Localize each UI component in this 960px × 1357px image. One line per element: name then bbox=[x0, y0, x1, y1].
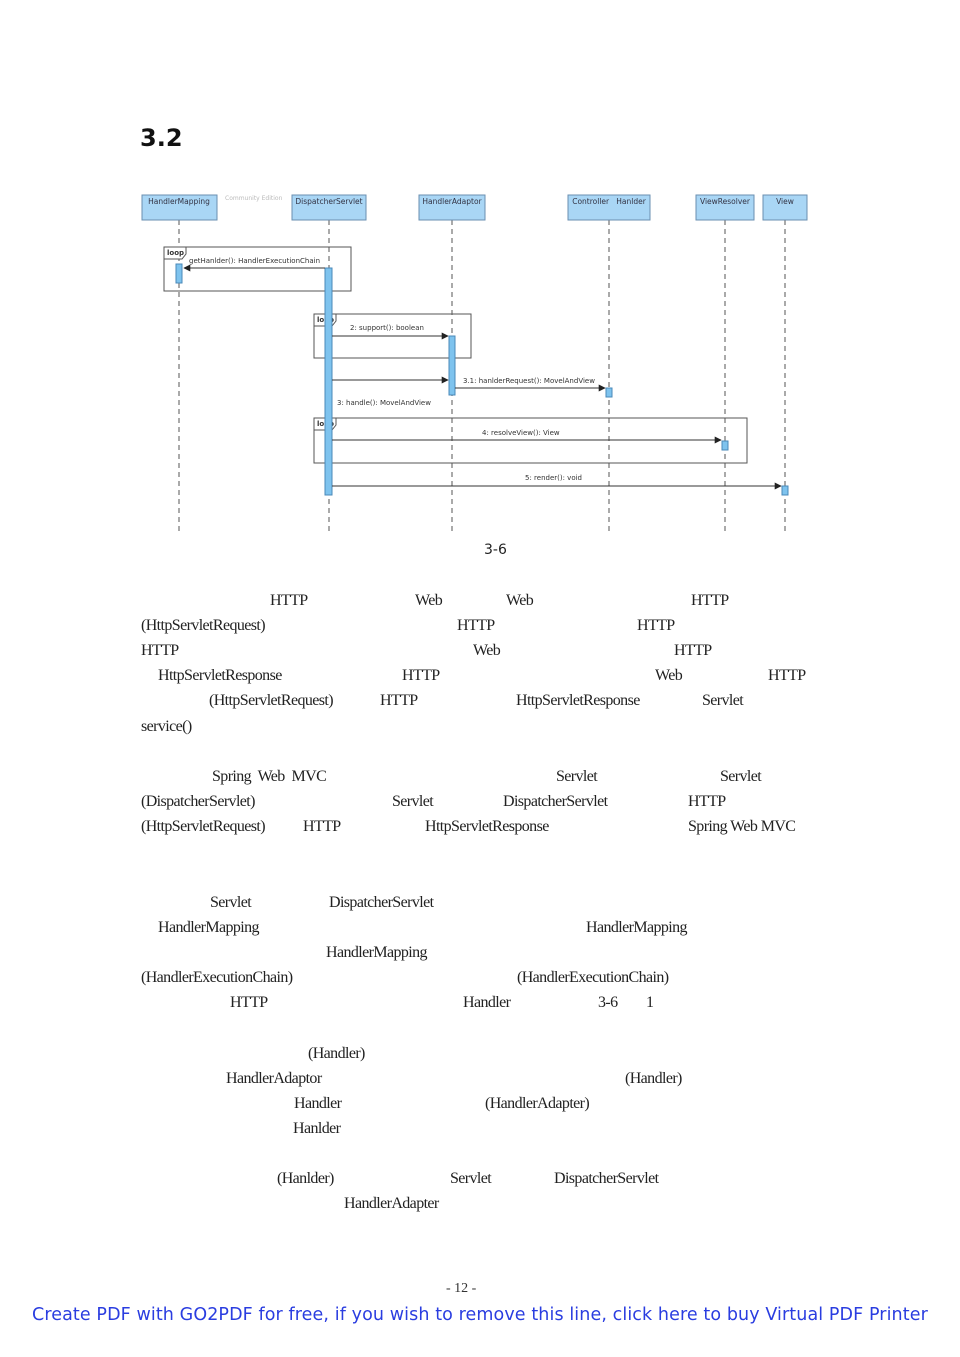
lifeline-label-controller: Controller Hanlder bbox=[572, 197, 646, 206]
text-fragment: (HandlerAdapter) bbox=[485, 1095, 590, 1112]
text-fragment: HttpServletResponse bbox=[425, 818, 549, 835]
lifeline-box-view bbox=[762, 194, 808, 221]
text-fragment: Web bbox=[655, 667, 683, 684]
text-fragment: HandlerAdaptor bbox=[226, 1070, 322, 1087]
text-fragment: 3-6 bbox=[598, 994, 618, 1011]
figure-caption: 3-6 bbox=[484, 542, 507, 558]
text-fragment: (HttpServletRequest) bbox=[141, 818, 266, 835]
community-edition-watermark: Community Edition bbox=[225, 195, 283, 202]
message-label-handler-request: 3.1: hanlderRequest(): MovelAndView bbox=[463, 377, 595, 385]
activation-handler-mapping bbox=[175, 263, 183, 284]
text-fragment: Web bbox=[473, 642, 501, 659]
lifeline-box-view-resolver bbox=[695, 194, 755, 221]
text-fragment: HTTP bbox=[457, 617, 495, 634]
text-fragment: HTTP bbox=[380, 692, 418, 709]
text-fragment: HTTP bbox=[230, 994, 268, 1011]
text-fragment: (HandlerExecutionChain) bbox=[141, 969, 293, 986]
lifeline-box-handler-mapping bbox=[141, 194, 218, 221]
text-fragment: HTTP bbox=[674, 642, 712, 659]
text-fragment: HTTP bbox=[637, 617, 675, 634]
footer-promo-link[interactable]: Create PDF with GO2PDF for free, if you … bbox=[32, 1305, 928, 1325]
text-fragment: Web bbox=[415, 592, 443, 609]
text-fragment: Hanlder bbox=[293, 1120, 341, 1137]
lifeline-box-dispatcher-servlet bbox=[291, 194, 367, 221]
text-fragment: (Handler) bbox=[625, 1070, 682, 1087]
text-fragment: HandlerAdapter bbox=[344, 1195, 439, 1212]
message-label-resolve-view: 4: resolveView(): View bbox=[482, 429, 560, 437]
lifeline-box-handler-adaptor bbox=[418, 194, 486, 221]
lifeline-label-dispatcher-servlet: DispatcherServlet bbox=[295, 197, 362, 206]
loop-frame-3 bbox=[313, 417, 748, 464]
lifeline-label-handler-adaptor: HandlerAdaptor bbox=[422, 197, 482, 206]
text-fragment: (Handler) bbox=[308, 1045, 365, 1062]
text-fragment: Servlet bbox=[720, 768, 762, 785]
text-fragment: Handler bbox=[463, 994, 511, 1011]
page-number: - 12 - bbox=[446, 1281, 477, 1296]
text-fragment: HTTP bbox=[270, 592, 308, 609]
text-fragment: HandlerMapping bbox=[158, 919, 260, 936]
text-fragment: HTTP bbox=[768, 667, 806, 684]
text-fragment: HTTP bbox=[402, 667, 440, 684]
text-fragment: HTTP bbox=[688, 793, 726, 810]
text-fragment: HTTP bbox=[141, 642, 179, 659]
sequence-diagram: HandlerMapping DispatcherServlet Handler… bbox=[141, 194, 808, 532]
lifeline-label-view: View bbox=[776, 197, 794, 206]
activation-view bbox=[781, 485, 789, 496]
message-label-get-handler: getHanlder(): HandlerExecutionChain bbox=[189, 257, 320, 265]
text-fragment: (DispatcherServlet) bbox=[141, 793, 255, 810]
text-fragment: Servlet bbox=[556, 768, 598, 785]
text-fragment: (HttpServletRequest) bbox=[209, 692, 334, 709]
text-fragment: (Hanlder) bbox=[277, 1170, 334, 1187]
text-fragment: Servlet bbox=[210, 894, 252, 911]
text-fragment: (HandlerExecutionChain) bbox=[517, 969, 669, 986]
activation-handler-adaptor bbox=[448, 335, 456, 396]
loop-frame-1 bbox=[163, 246, 352, 292]
section-heading: 3.2 bbox=[140, 124, 183, 152]
text-fragment: DispatcherServlet bbox=[554, 1170, 659, 1187]
text-fragment: (HttpServletRequest) bbox=[141, 617, 266, 634]
activation-view-resolver bbox=[721, 440, 729, 451]
message-label-handle: 3: handle(): MovelAndView bbox=[337, 399, 431, 407]
text-fragment: DispatcherServlet bbox=[329, 894, 434, 911]
activation-controller bbox=[605, 387, 613, 398]
text-fragment: Servlet bbox=[392, 793, 434, 810]
lifeline-label-view-resolver: ViewResolver bbox=[700, 197, 751, 206]
message-label-support: 2: support(): boolean bbox=[350, 324, 424, 332]
text-fragment: Web bbox=[506, 592, 534, 609]
text-fragment: HTTP bbox=[303, 818, 341, 835]
lifeline-label-handler-mapping: HandlerMapping bbox=[148, 197, 210, 206]
loop-label-1: loop bbox=[167, 249, 184, 257]
activation-dispatcher-servlet bbox=[324, 267, 333, 496]
message-label-render: 5: render(): void bbox=[525, 474, 582, 482]
text-fragment: HttpServletResponse bbox=[158, 667, 282, 684]
text-fragment: Servlet bbox=[450, 1170, 492, 1187]
text-fragment: HTTP bbox=[691, 592, 729, 609]
text-fragment: service() bbox=[141, 718, 192, 735]
text-fragment: 1 bbox=[646, 994, 654, 1011]
text-fragment: HandlerMapping bbox=[586, 919, 688, 936]
text-fragment: HttpServletResponse bbox=[516, 692, 640, 709]
text-fragment: Spring Web MVC bbox=[212, 768, 327, 785]
lifeline-box-controller bbox=[567, 194, 651, 221]
text-fragment: Servlet bbox=[702, 692, 744, 709]
text-fragment: Spring Web MVC bbox=[688, 818, 796, 835]
text-fragment: HandlerMapping bbox=[326, 944, 428, 961]
text-fragment: DispatcherServlet bbox=[503, 793, 608, 810]
loop-frame-2 bbox=[313, 313, 472, 359]
text-fragment: Handler bbox=[294, 1095, 342, 1112]
